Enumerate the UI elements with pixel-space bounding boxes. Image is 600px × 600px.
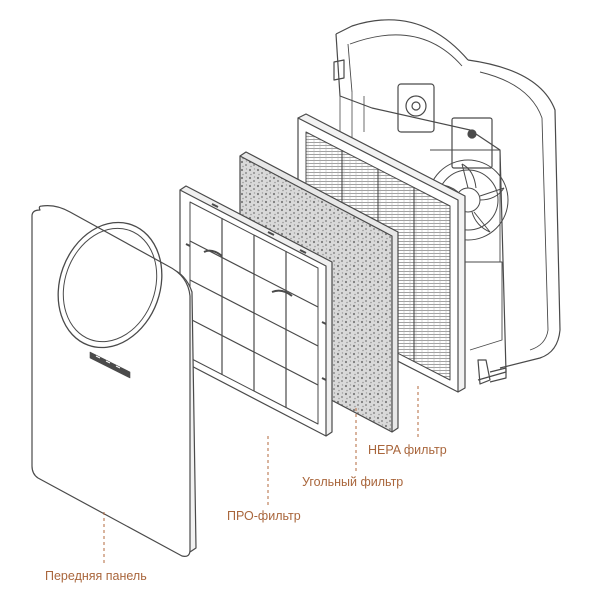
carbon-filter-label: Угольный фильтр (302, 475, 404, 489)
hepa-filter-label: HEPA фильтр (368, 443, 447, 457)
front-panel (31, 205, 197, 557)
front-panel-label: Передняя панель (45, 569, 147, 583)
pro-filter (179, 185, 333, 437)
leader-lines (103, 386, 419, 566)
pro-filter-label: ПРО-фильтр (227, 509, 301, 523)
